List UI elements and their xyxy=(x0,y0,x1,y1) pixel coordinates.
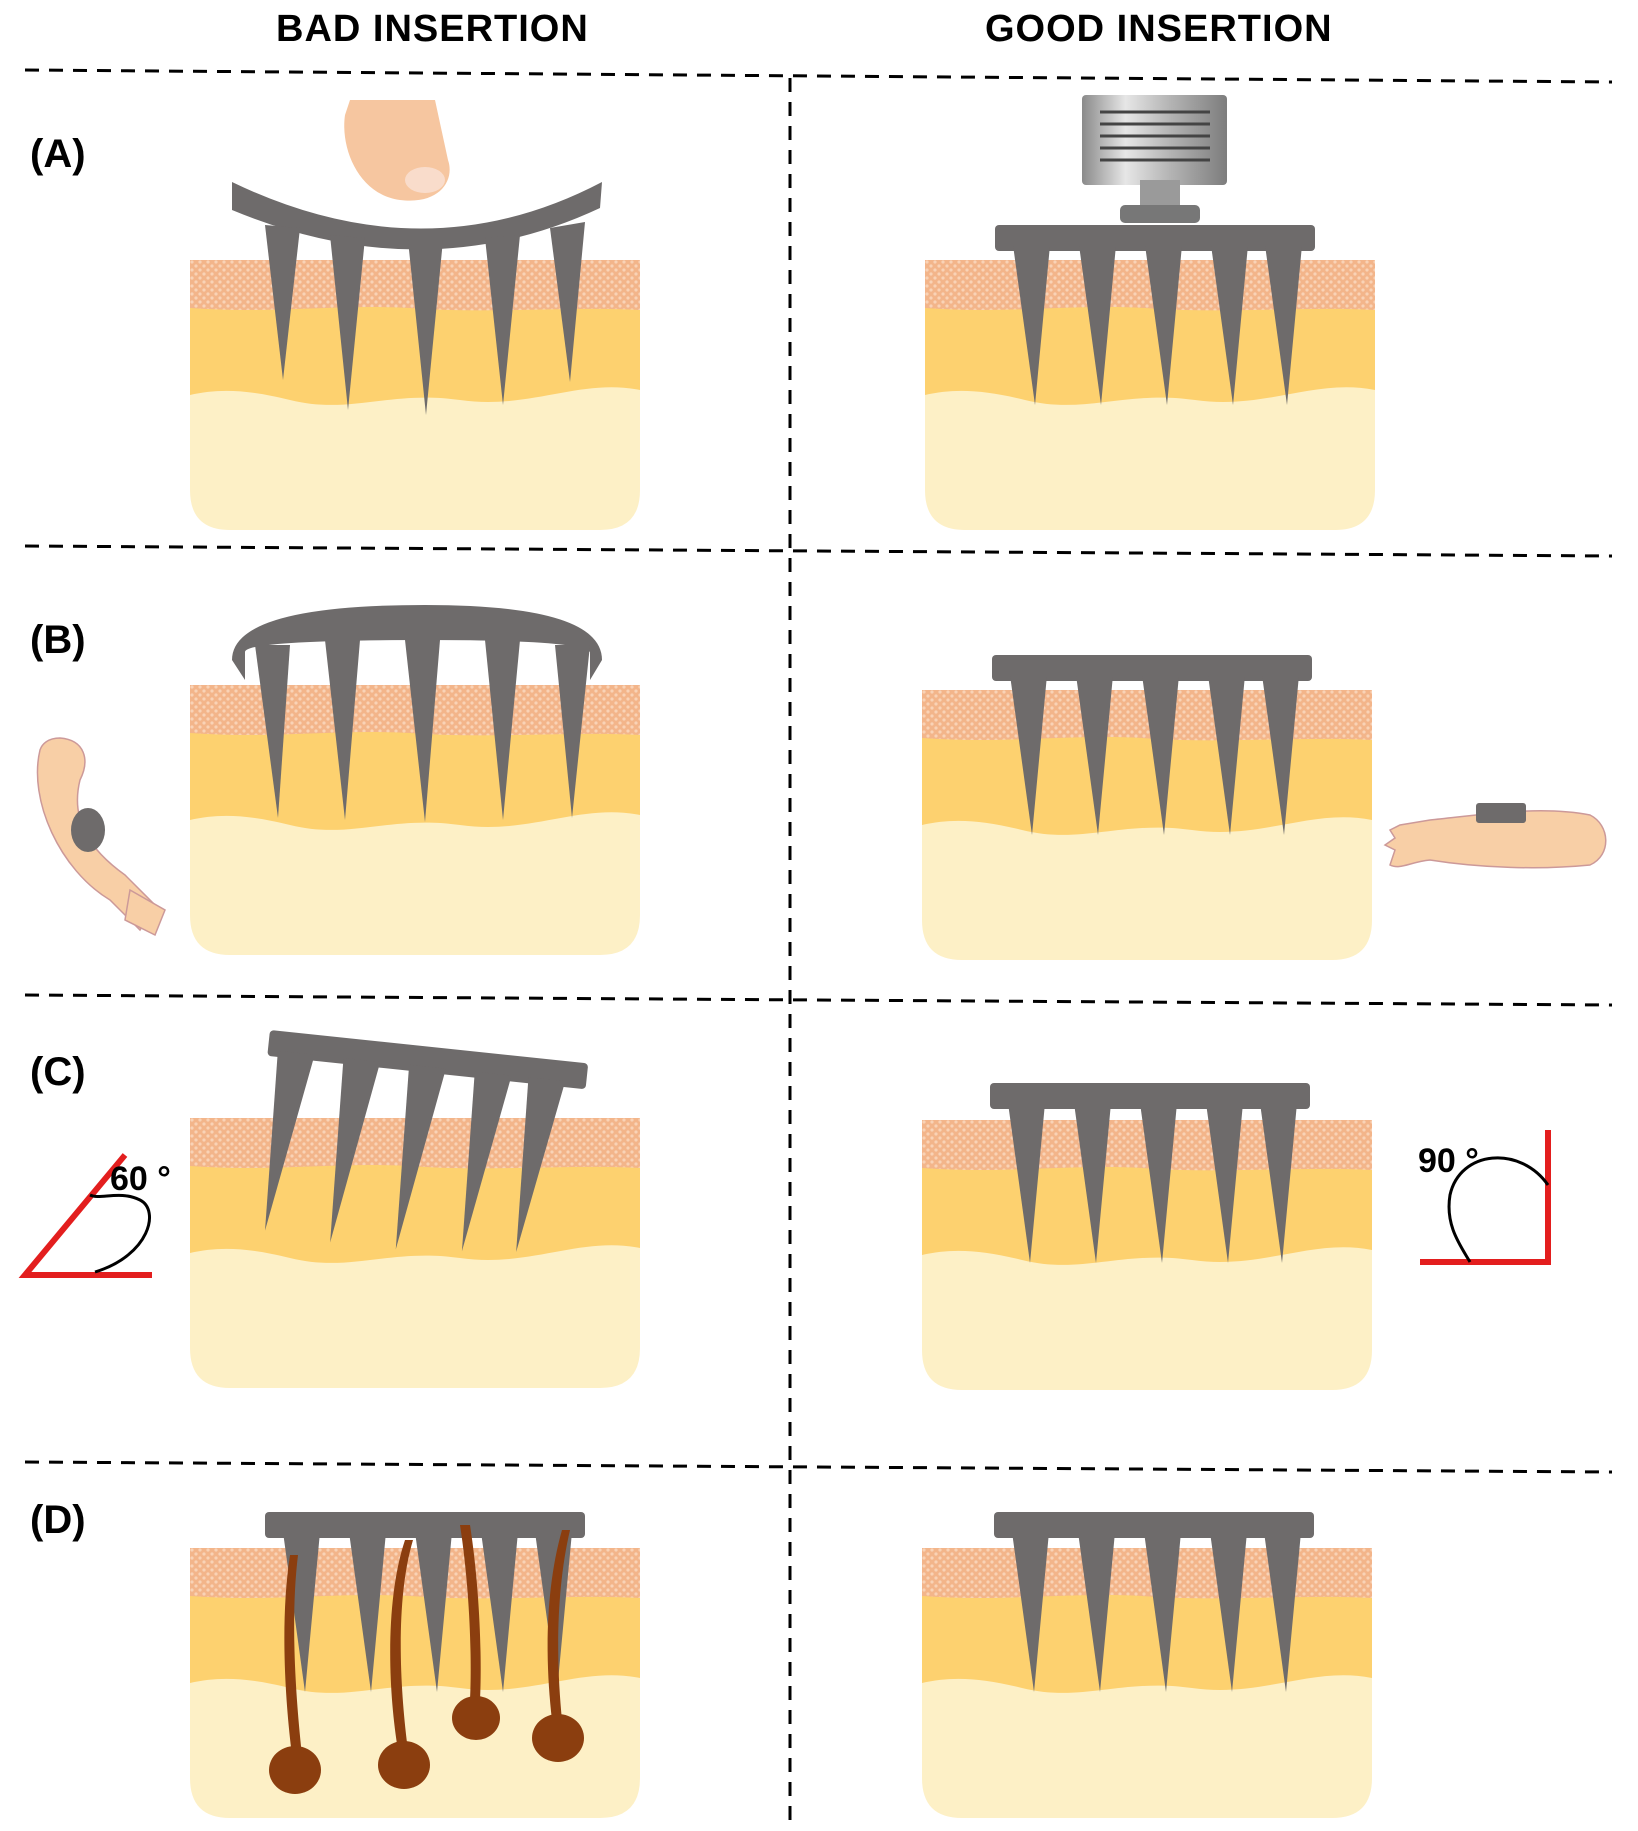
angle-90-label: 90 ° xyxy=(1418,1142,1479,1180)
row-label-a: (A) xyxy=(30,132,86,176)
curved-patch-b xyxy=(232,605,602,680)
row-c-good-panel xyxy=(922,1083,1551,1390)
tilted-patch xyxy=(265,1030,588,1252)
header-good-insertion: GOOD INSERTION xyxy=(985,8,1333,50)
angle-60-label: 60 ° xyxy=(110,1160,171,1198)
row-b-good-panel xyxy=(922,655,1607,960)
applicator-icon xyxy=(1082,95,1227,223)
row-a-good-panel xyxy=(925,95,1375,530)
row-label-b: (B) xyxy=(30,618,86,662)
row-label-c: (C) xyxy=(30,1050,86,1094)
row-c-bad-panel xyxy=(18,1030,640,1388)
row-d-bad-panel xyxy=(190,1512,640,1818)
row-label-d: (D) xyxy=(30,1498,86,1542)
angle-60-icon xyxy=(18,1153,152,1278)
row-b-bad-panel xyxy=(36,605,640,955)
header-bad-insertion: BAD INSERTION xyxy=(276,8,589,50)
row-d-good-panel xyxy=(922,1512,1372,1818)
bent-arm-icon xyxy=(36,737,166,937)
hair-follicle-icon xyxy=(269,1525,584,1794)
row-a-bad-panel xyxy=(190,100,640,530)
divider-lines xyxy=(24,68,1613,1828)
angle-90-icon xyxy=(1420,1130,1551,1265)
straight-arm-icon xyxy=(1383,803,1607,869)
curved-patch xyxy=(232,182,602,250)
finger-icon xyxy=(344,100,450,201)
